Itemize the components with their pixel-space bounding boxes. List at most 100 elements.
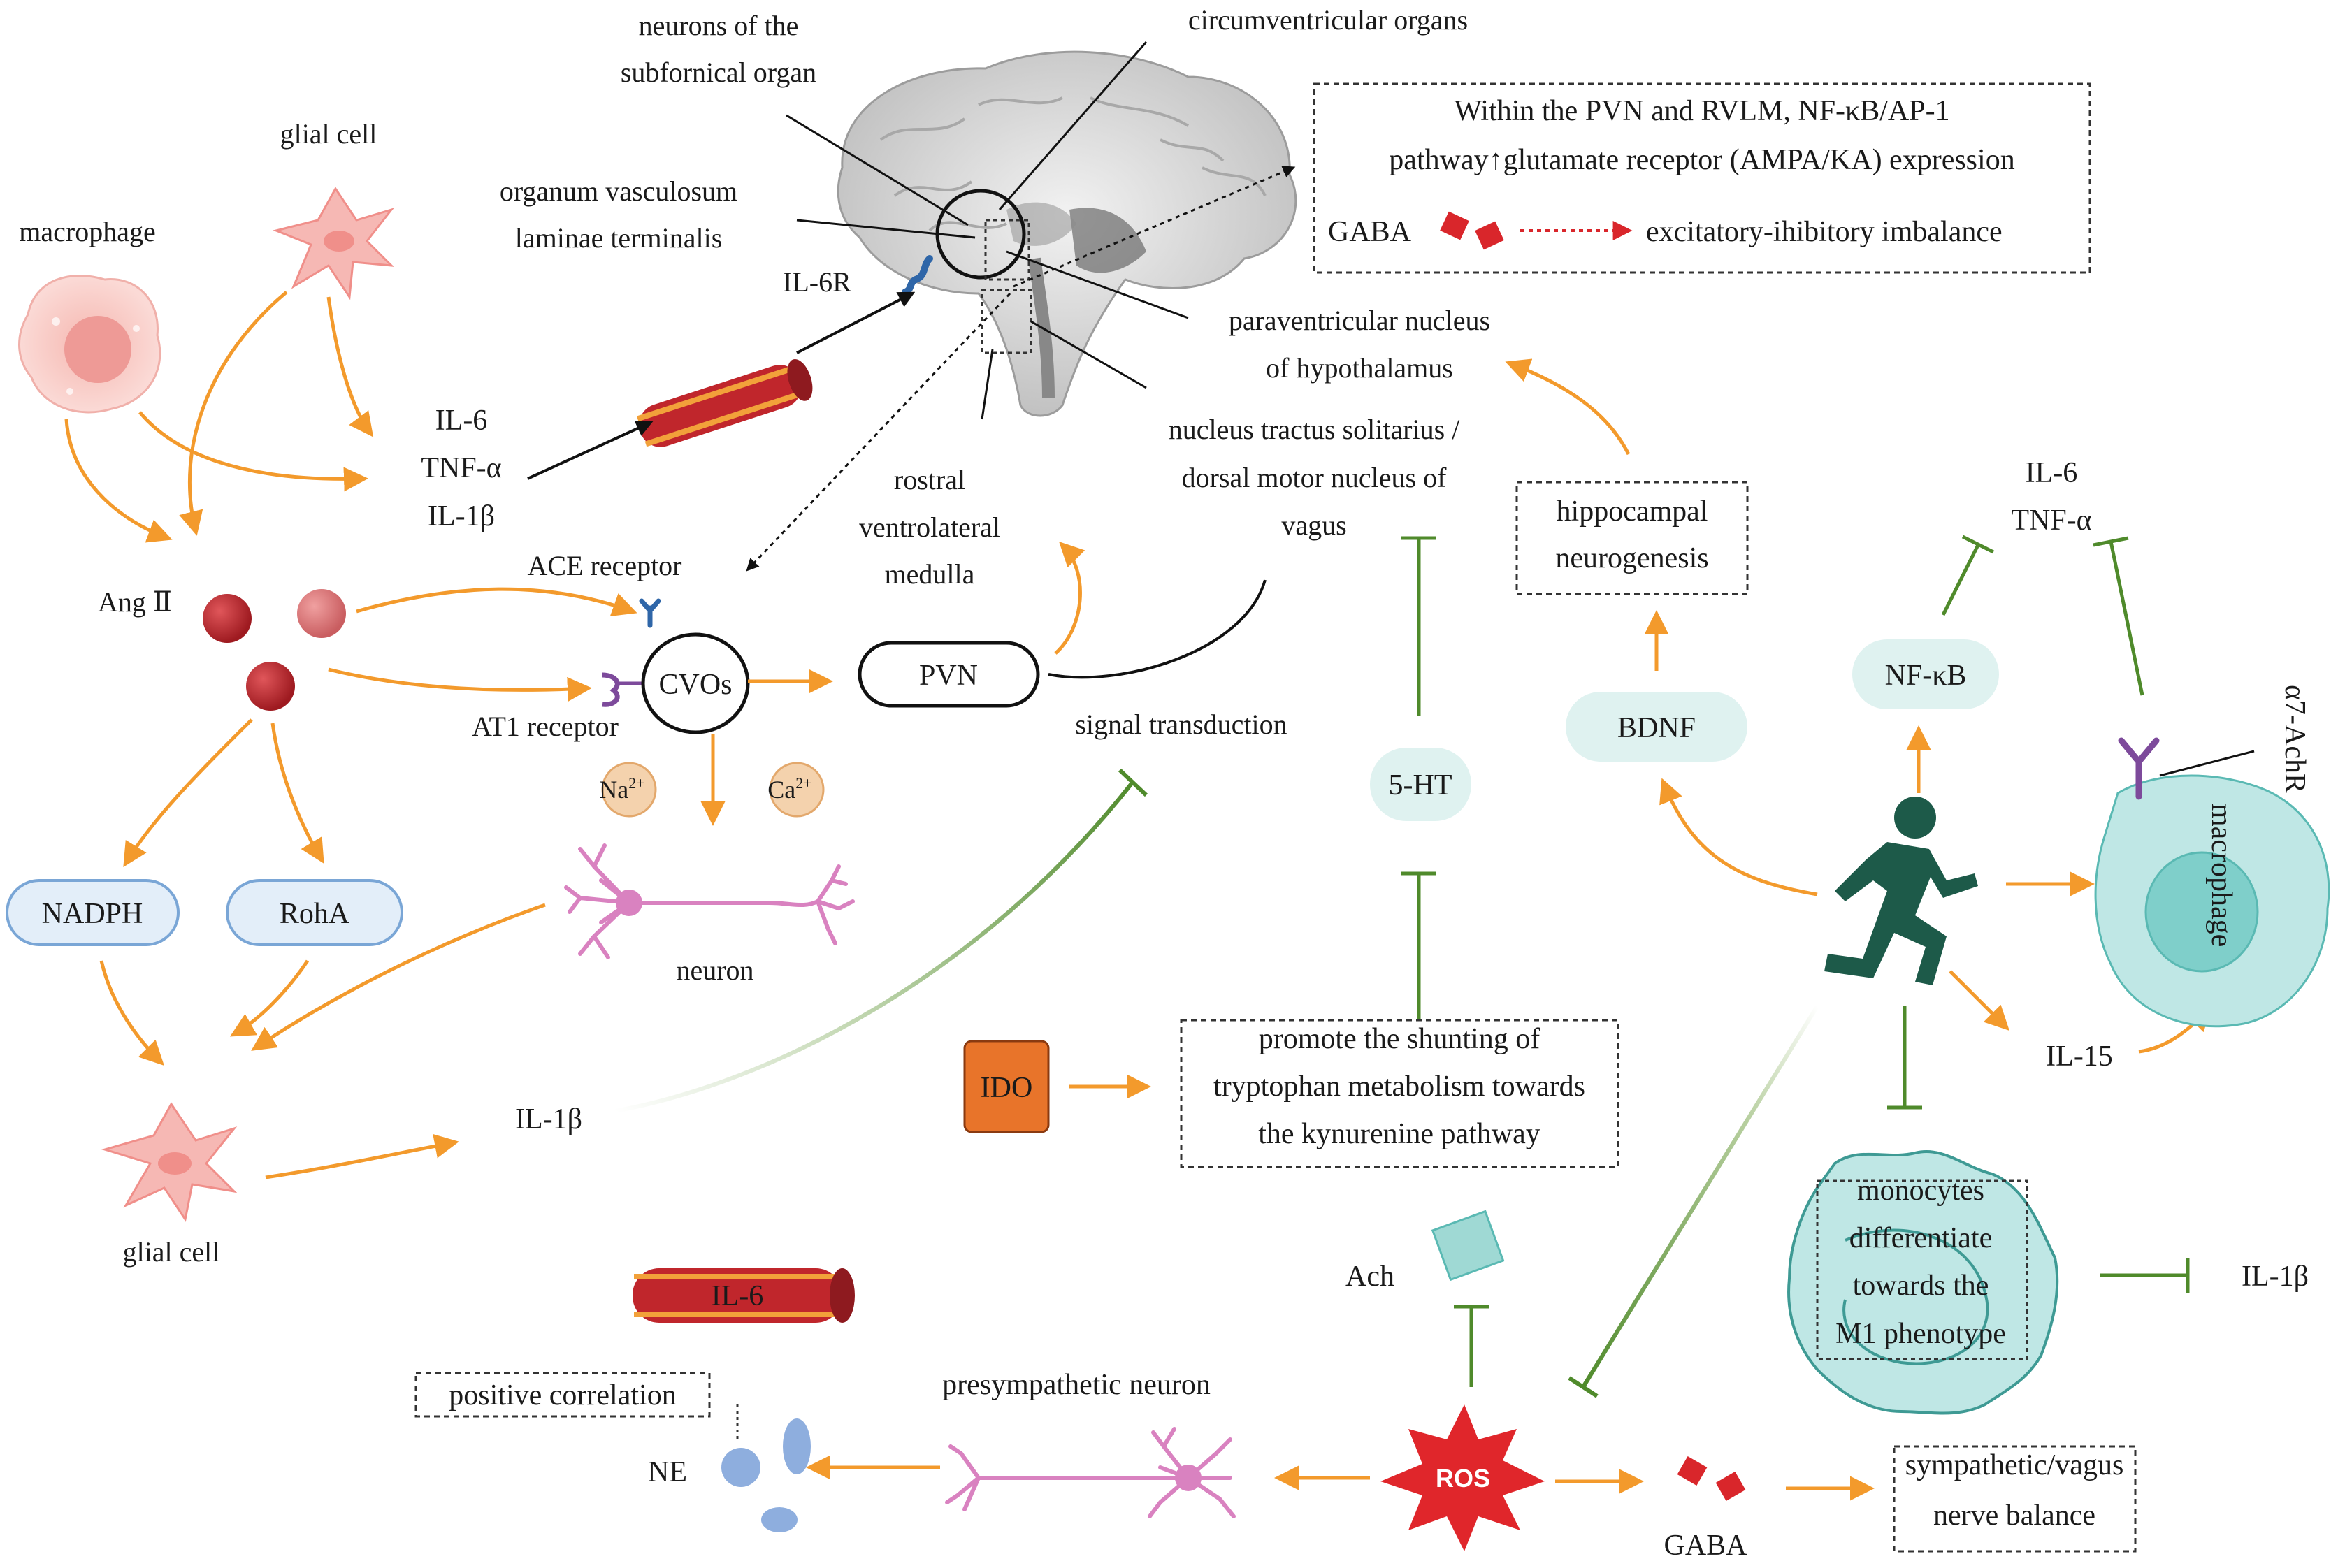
box-glutamate-line1: Within the PVN and RVLM, NF-κB/AP-1 bbox=[1454, 95, 1949, 127]
macrophage-right-icon bbox=[2094, 774, 2330, 1028]
label-nadph: NADPH bbox=[42, 898, 143, 930]
box-monocyte-1: monocytes bbox=[1857, 1175, 1984, 1207]
runner-inhibit-ros-line bbox=[1581, 1005, 1819, 1388]
label-il1b-left: IL-1β bbox=[428, 500, 495, 532]
box-balance-1: sympathetic/vagus bbox=[1905, 1449, 2124, 1481]
brain-leader-lines bbox=[786, 41, 1189, 420]
label-neuron: neuron bbox=[676, 954, 753, 986]
ach-molecule-icon bbox=[1431, 1210, 1505, 1282]
label-ace-receptor: ACE receptor bbox=[527, 550, 681, 581]
macrophage-left-icon bbox=[18, 274, 161, 414]
green-inhibit-ach bbox=[1454, 1305, 1489, 1387]
label-circumventricular-organs: circumventricular organs bbox=[1188, 4, 1468, 36]
label-nts-1: nucleus tractus solitarius / bbox=[1169, 414, 1460, 445]
ido-box bbox=[963, 1040, 1050, 1133]
label-macrophage-left: macrophage bbox=[19, 216, 155, 247]
box-tryptophan-2: tryptophan metabolism towards bbox=[1213, 1070, 1585, 1103]
glial-cell-top-icon bbox=[273, 187, 395, 300]
label-ang2: Ang Ⅱ bbox=[98, 586, 172, 618]
box-gaba-label: GABA bbox=[1328, 216, 1412, 248]
box-imbalance-label: excitatory-ihibitory imbalance bbox=[1646, 216, 2003, 248]
exercise-runner-icon bbox=[1824, 797, 1978, 985]
pvn-to-nts-line bbox=[1048, 579, 1267, 679]
label-tnfa-right: TNF-α bbox=[2011, 504, 2091, 537]
green-inhibit-cytokines bbox=[1941, 535, 2144, 696]
label-il6-vessel: IL-6 bbox=[712, 1280, 764, 1312]
label-a7-achr: α7-AchR bbox=[2279, 685, 2311, 793]
label-rvlm-1: rostral bbox=[894, 464, 965, 495]
label-gaba-bottom: GABA bbox=[1664, 1530, 1747, 1562]
label-macrophage-right: macrophage bbox=[2205, 804, 2237, 947]
ace-receptor-icon bbox=[639, 598, 661, 628]
glutamate-imbalance-box: Within the PVN and RVLM, NF-κB/AP-1 path… bbox=[1313, 82, 2091, 274]
presympathetic-neuron-icon bbox=[945, 1427, 1236, 1518]
label-rvlm-2: ventrolateral bbox=[859, 511, 1000, 543]
gaba-molecule-icon bbox=[1715, 1472, 1746, 1501]
label-presympathetic-neuron: presympathetic neuron bbox=[942, 1369, 1211, 1401]
label-il6-right: IL-6 bbox=[2026, 457, 2078, 489]
il6r-receptor-icon bbox=[902, 255, 933, 296]
gaba-molecule-icon bbox=[1677, 1456, 1708, 1486]
box-monocyte-4: M1 phenotype bbox=[1835, 1318, 2006, 1350]
label-ca-ion: Ca2+ bbox=[767, 774, 811, 804]
il1b-inhibit-line bbox=[614, 781, 1134, 1113]
monocyte-cell-icon bbox=[1787, 1150, 2059, 1415]
label-ido: IDO bbox=[981, 1072, 1033, 1104]
label-na-ion: Na2+ bbox=[599, 774, 644, 804]
label-cvos: CVOs bbox=[658, 669, 732, 701]
label-neurons-sfo-2: subfornical organ bbox=[621, 57, 816, 88]
glial-cell-bottom-icon bbox=[101, 1102, 238, 1222]
label-bdnf: BDNF bbox=[1617, 712, 1696, 744]
nadph-pill bbox=[6, 879, 180, 946]
label-ach: Ach bbox=[1345, 1261, 1394, 1293]
green-inhibit-monocyte bbox=[1887, 1006, 2190, 1293]
box-monocyte-3: towards the bbox=[1853, 1270, 1989, 1302]
label-signal-transduction: signal transduction bbox=[1075, 709, 1287, 740]
gaba-molecule-icon bbox=[1475, 221, 1504, 250]
pvn-node bbox=[858, 641, 1040, 708]
nerve-balance-box: sympathetic/vagus nerve balance bbox=[1893, 1445, 2137, 1553]
label-nts-2: dorsal motor nucleus of bbox=[1182, 462, 1447, 493]
neuron-icon bbox=[564, 843, 855, 959]
nfkb-pill bbox=[1852, 639, 1999, 709]
label-il1b-right: IL-1β bbox=[2242, 1261, 2309, 1293]
ros-burst-icon bbox=[1380, 1404, 1545, 1551]
label-glial-cell-top: glial cell bbox=[280, 118, 377, 150]
il6-vessel-icon bbox=[633, 1268, 855, 1323]
label-ne: NE bbox=[648, 1456, 687, 1488]
bdnf-pill bbox=[1566, 692, 1747, 762]
label-roha: RohA bbox=[280, 898, 350, 930]
label-il6-left: IL-6 bbox=[435, 405, 488, 437]
label-ros: ROS bbox=[1436, 1464, 1490, 1493]
at1-receptor-icon bbox=[602, 672, 643, 707]
ang2-molecule bbox=[203, 594, 252, 643]
label-ovlt-2: laminae terminalis bbox=[515, 222, 723, 254]
label-pvn-full-1: paraventricular nucleus bbox=[1229, 305, 1490, 336]
gaba-molecule-icon bbox=[1440, 211, 1469, 240]
cvos-node bbox=[641, 632, 750, 734]
box-hippocampal-1: hippocampal bbox=[1557, 495, 1708, 528]
dotted-arrow-to-box bbox=[1013, 166, 1296, 288]
label-nfkb: NF-κB bbox=[1885, 660, 1967, 692]
orange-arrows-left bbox=[64, 291, 1085, 1179]
ang2-molecule bbox=[297, 589, 346, 638]
green-inhibit-5ht bbox=[1401, 536, 1436, 1041]
label-il6r: IL-6R bbox=[783, 266, 851, 298]
label-neurons-sfo-1: neurons of the bbox=[639, 10, 799, 41]
ang2-molecule bbox=[246, 662, 295, 711]
label-5ht: 5-HT bbox=[1389, 769, 1452, 801]
label-il15: IL-15 bbox=[2046, 1040, 2113, 1073]
label-ovlt-1: organum vasculosum bbox=[500, 175, 737, 207]
box-glutamate-line2: pathway↑glutamate receptor (AMPA/KA) exp… bbox=[1389, 144, 2014, 176]
label-rvlm-3: medulla bbox=[885, 558, 975, 590]
orange-arrows-runner bbox=[1659, 725, 2212, 1054]
5ht-pill bbox=[1370, 748, 1471, 821]
roha-pill bbox=[226, 879, 403, 946]
a7-achr-receptor-icon bbox=[2118, 737, 2255, 800]
brain-illustration bbox=[837, 50, 1297, 417]
label-nts-3: vagus bbox=[1281, 509, 1346, 541]
ca-ion-icon bbox=[769, 762, 825, 818]
box-hippocampal-2: neurogenesis bbox=[1555, 542, 1708, 574]
box-monocyte-2: differentiate bbox=[1849, 1222, 1992, 1254]
label-il1b-mid: IL-1β bbox=[515, 1103, 582, 1135]
